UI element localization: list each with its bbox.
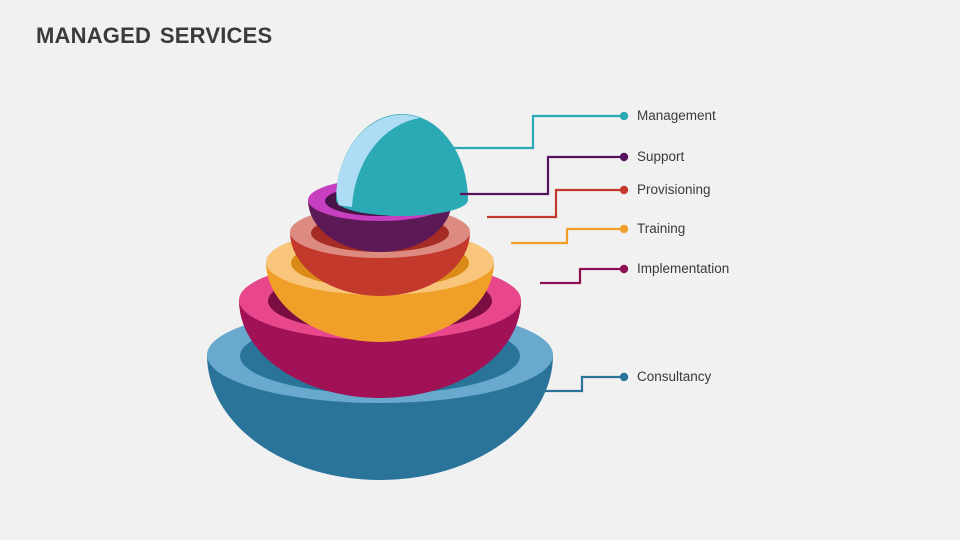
connector-line-consultancy <box>528 375 620 393</box>
connector-line-implementation <box>540 267 620 285</box>
connector-dot-support[interactable] <box>619 152 629 162</box>
connector-line-management <box>443 114 620 150</box>
connector-dot-implementation[interactable] <box>619 264 629 274</box>
callout-label-training[interactable]: Training <box>637 221 686 236</box>
connector-line-support <box>460 155 620 196</box>
callout-label-consultancy[interactable]: Consultancy <box>637 369 712 384</box>
connector-dot-management[interactable] <box>619 111 629 121</box>
connector-line-training <box>511 227 620 245</box>
callout-label-implementation[interactable]: Implementation <box>637 261 730 276</box>
page-title: Managed Services <box>36 15 273 50</box>
callout-label-provisioning[interactable]: Provisioning <box>637 182 711 197</box>
connector-dot-provisioning[interactable] <box>619 185 629 195</box>
connector-dot-consultancy[interactable] <box>619 372 629 382</box>
connector-line-provisioning <box>487 188 620 219</box>
management-dome-base <box>336 184 468 216</box>
callout-label-management[interactable]: Management <box>637 108 716 123</box>
callout-label-support[interactable]: Support <box>637 149 685 164</box>
layer-management[interactable] <box>336 114 468 216</box>
connector-dot-training[interactable] <box>619 224 629 234</box>
management-highlight <box>336 114 420 207</box>
